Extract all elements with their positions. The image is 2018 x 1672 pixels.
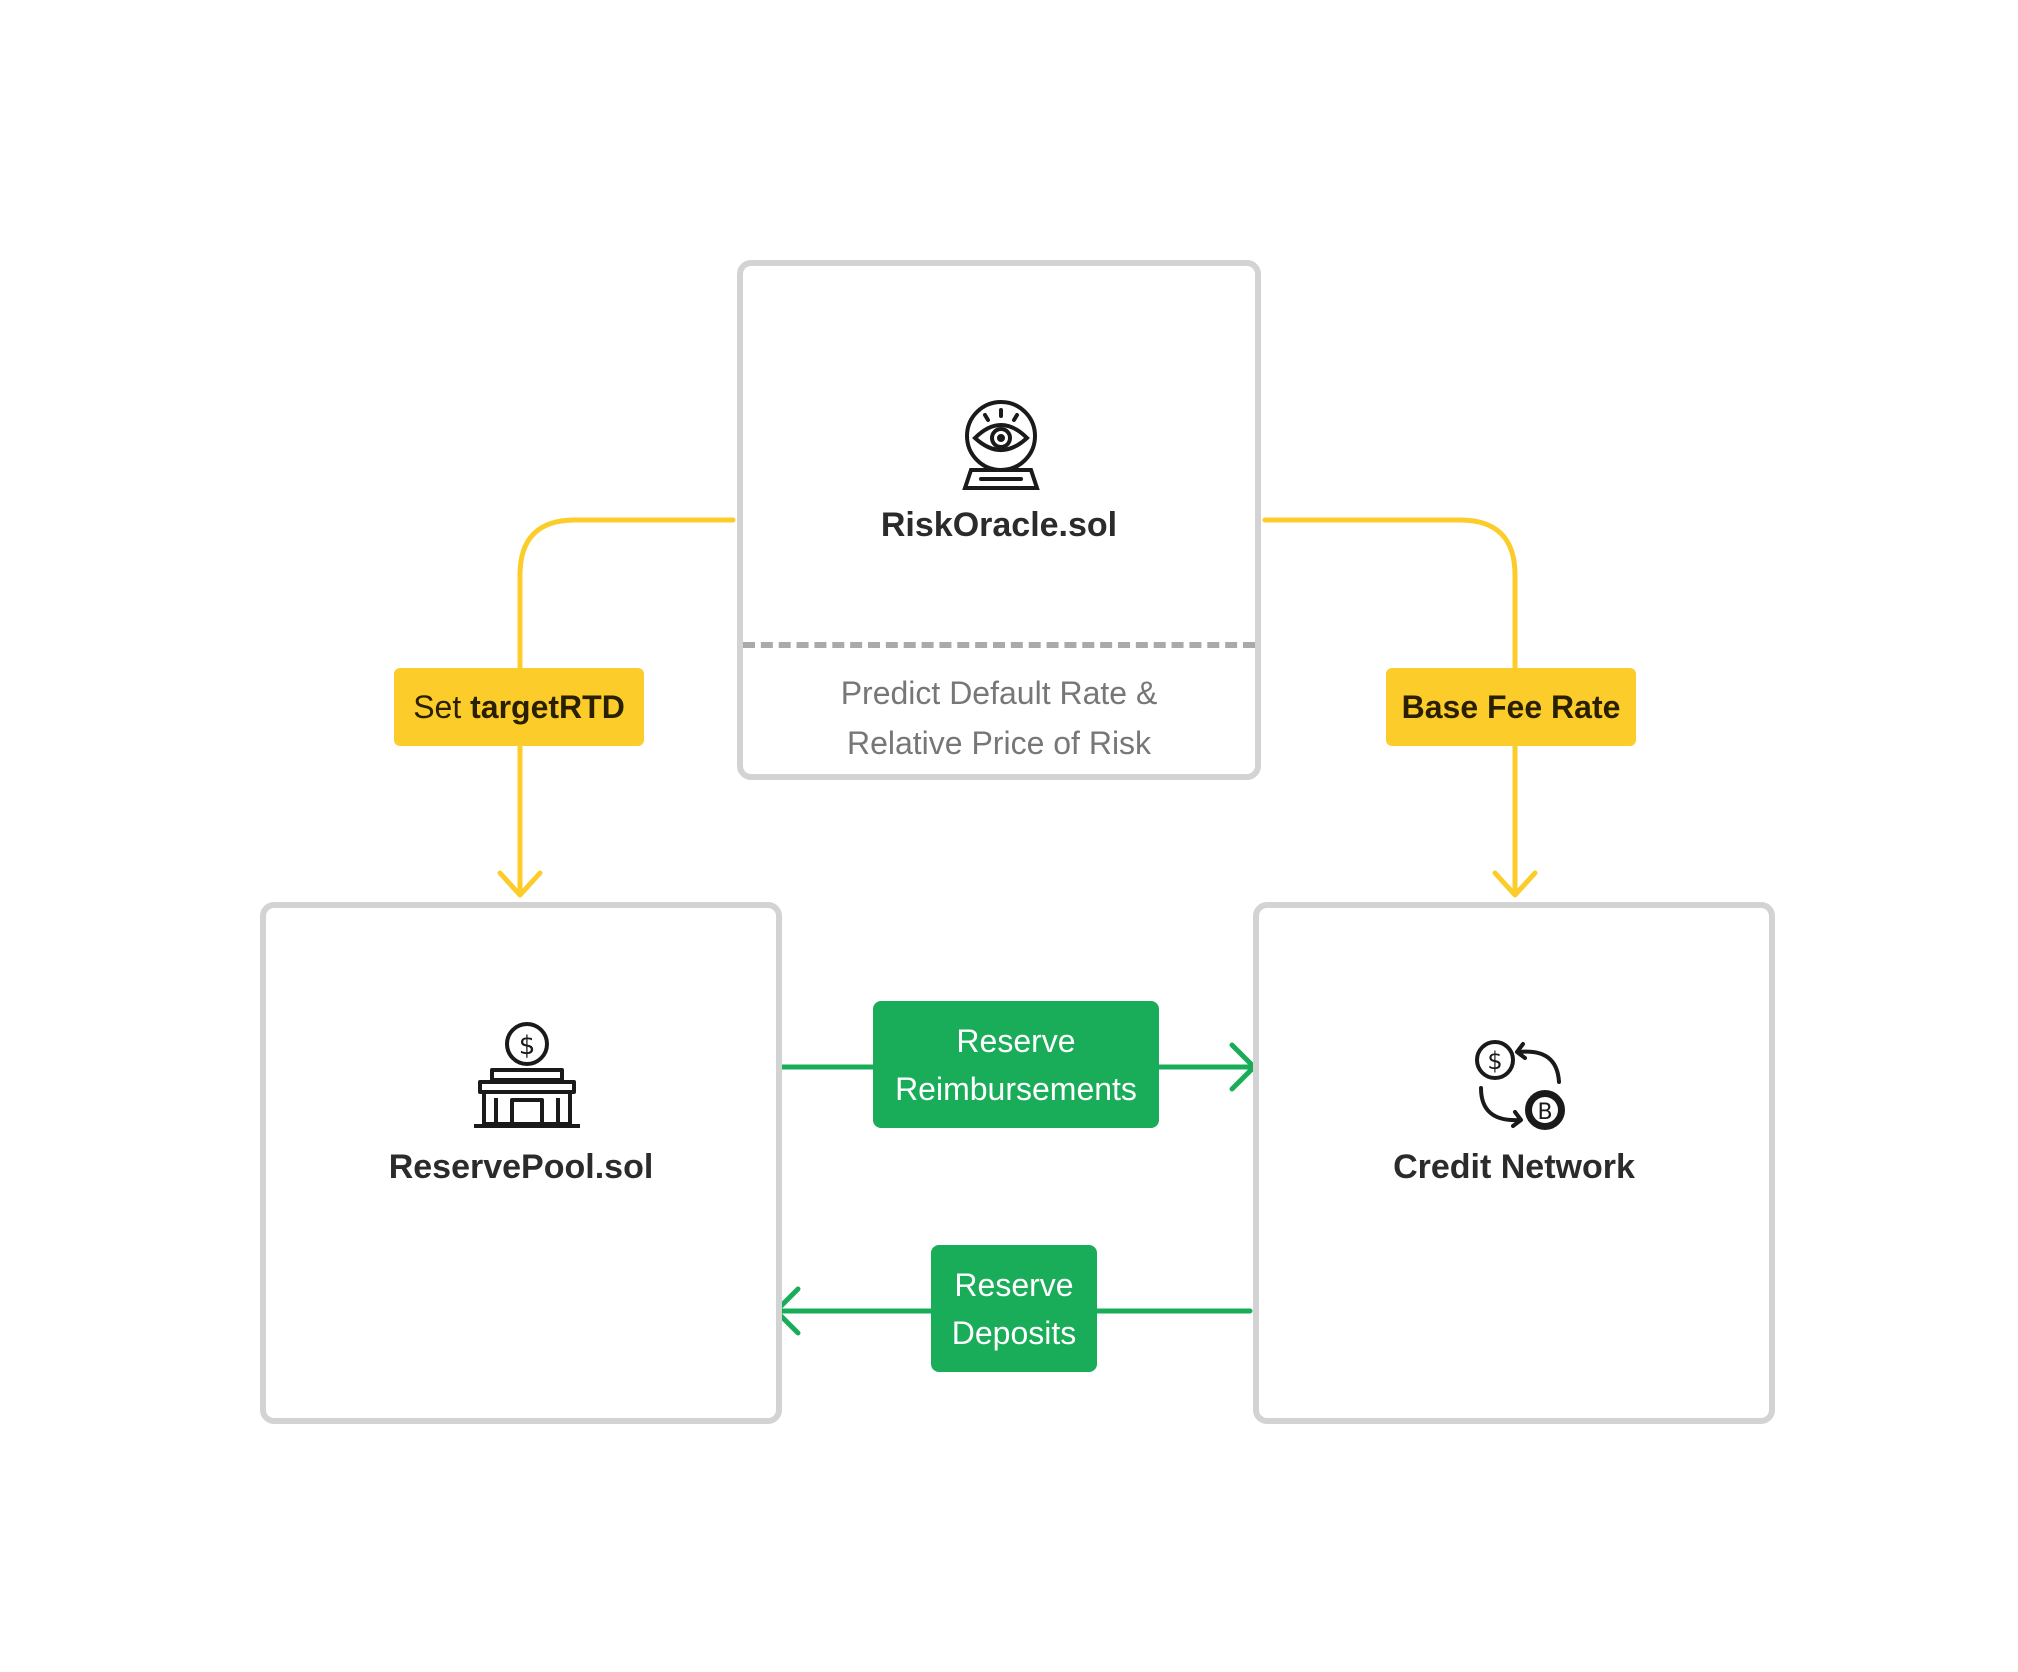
credit-network-node: $ B Credit Network [1253, 902, 1775, 1424]
credit-network-title: Credit Network [1393, 1148, 1635, 1186]
crystal-ball-eye-icon [962, 400, 1040, 490]
set-target-bold: targetRTD [470, 688, 625, 725]
arrowhead-set-target [497, 870, 543, 898]
risk-oracle-title: RiskOracle.sol [880, 506, 1118, 544]
svg-text:$: $ [519, 1031, 536, 1061]
svg-text:$: $ [1487, 1047, 1502, 1075]
connector-set-target [517, 517, 736, 896]
reserve-pool-node: $ ReservePool.sol [260, 902, 782, 1424]
risk-oracle-node: RiskOracle.sol Predict Default Rate & Re… [737, 260, 1261, 780]
set-target-label: Set targetRTD [394, 668, 644, 746]
reimbursements-text: Reserve Reimbursements [895, 1022, 1137, 1107]
svg-text:B: B [1537, 1100, 1552, 1125]
base-fee-label: Base Fee Rate [1386, 668, 1636, 746]
deposits-text: Reserve Deposits [951, 1266, 1077, 1351]
base-fee-text: Base Fee Rate [1401, 688, 1621, 725]
connector-base-fee [1262, 517, 1518, 896]
deposits-label: Reserve Deposits [931, 1245, 1097, 1372]
reserve-pool-title: ReservePool.sol [388, 1148, 654, 1186]
set-target-prefix: Set [413, 688, 471, 725]
risk-oracle-description: Predict Default Rate & Relative Price of… [840, 675, 1158, 761]
reimbursements-label: Reserve Reimbursements [873, 1001, 1159, 1128]
bank-dollar-icon: $ [474, 1022, 580, 1128]
risk-oracle-divider [743, 642, 1255, 648]
currency-exchange-icon: $ B [1475, 1040, 1565, 1130]
arrowhead-base-fee [1492, 870, 1538, 898]
